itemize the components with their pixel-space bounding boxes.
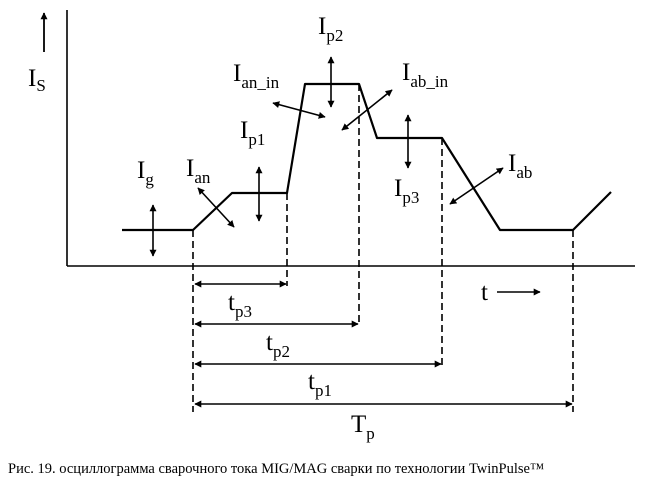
label-tp2: tp2: [266, 329, 290, 361]
twinpulse-waveform-diagram: IS t Ig Ian Ip1 Ian_in Ip2 Iab_in Ip3 Ia…: [28, 10, 635, 443]
y-axis-label: IS: [28, 65, 46, 95]
label-ian: Ian: [186, 155, 211, 187]
iab-in-double-arrow: [341, 89, 393, 131]
current-waveform: [122, 82, 612, 232]
time-markers: [192, 84, 574, 412]
label-ip1: Ip1: [240, 117, 265, 149]
label-ian-in: Ian_in: [233, 60, 280, 92]
label-iab: Iab: [508, 150, 532, 182]
ian-double-arrow: [197, 187, 235, 228]
ian-in-double-arrow: [272, 101, 326, 119]
iab-double-arrow: [449, 167, 504, 205]
label-tp3: tp3: [228, 289, 252, 321]
x-axis-label: t: [481, 279, 488, 306]
figure-caption: Рис. 19. осциллограмма сварочного тока M…: [8, 461, 545, 477]
label-ig: Ig: [137, 157, 154, 189]
label-ip2: Ip2: [318, 13, 343, 45]
label-iab-in: Iab_in: [402, 59, 449, 91]
label-tp1: tp1: [308, 368, 332, 400]
label-ip3: Ip3: [394, 175, 419, 207]
label-Tp: Tp: [351, 411, 375, 443]
